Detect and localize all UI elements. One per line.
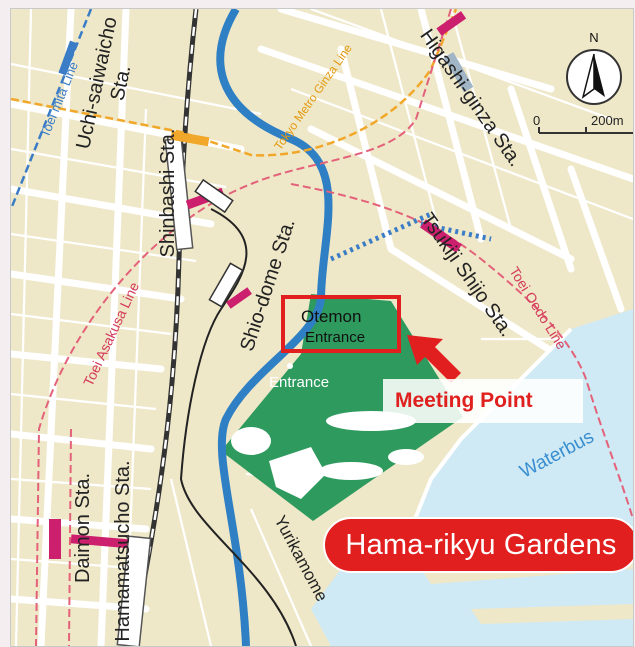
garden-name-banner: Hama-rikyu Gardens	[323, 517, 633, 573]
map-frame: N 0 200m Uchi-saiwaicho Sta. Shinbashi S…	[10, 8, 634, 647]
shinbashi-label: Shinbashi Sta.	[157, 129, 179, 258]
second-entrance-marker	[287, 363, 293, 369]
scale-bar: 0 200m	[533, 113, 633, 134]
shiodome-oedo-platform	[208, 262, 244, 308]
scale-zero: 0	[533, 113, 540, 128]
yurikamome-line	[179, 208, 297, 646]
daimon-mark	[49, 519, 61, 559]
shinbashi-ginza-mark	[170, 130, 210, 147]
compass-north-label: N	[589, 30, 598, 45]
higashiginza-platform	[443, 52, 474, 93]
hamamatsucho-label: Hamamatsucho Sta.	[112, 460, 134, 641]
hamamatsucho-asakusa-mark	[70, 534, 134, 549]
map-canvas: N 0 200m Uchi-saiwaicho Sta. Shinbashi S…	[11, 9, 633, 646]
meeting-point-label: Meeting Point	[383, 379, 583, 423]
shiodome-oedo-mark	[226, 287, 252, 309]
jr-railway-dash	[129, 9, 198, 646]
ginza-line	[11, 9, 458, 157]
uchisaiwaicho-mark	[58, 40, 78, 76]
toei-oedo-line	[290, 183, 633, 520]
higashiginza-mark	[436, 11, 467, 36]
tunnel-dotted-1	[329, 211, 433, 262]
shiodome-yurikamome-platform	[194, 178, 234, 214]
meeting-point-arrow	[407, 335, 461, 383]
otemon-entrance-label: Entrance	[305, 329, 365, 346]
pier-2	[471, 604, 633, 624]
city-blocks	[11, 9, 633, 646]
otemon-highlight-box	[281, 295, 401, 353]
tsukiji-mark	[420, 219, 462, 253]
scale-distance: 200m	[591, 113, 624, 128]
harbor-edge	[409, 327, 573, 530]
tunnel-dotted-2	[420, 221, 492, 242]
daimon-label: Daimon Sta.	[72, 473, 94, 583]
toei-asakusa-line	[35, 9, 452, 646]
compass: N	[566, 30, 622, 105]
toei-asakusa-line-2	[68, 428, 72, 646]
otemon-label: Otemon	[301, 307, 361, 326]
second-entrance-label: Entrance	[269, 374, 329, 391]
